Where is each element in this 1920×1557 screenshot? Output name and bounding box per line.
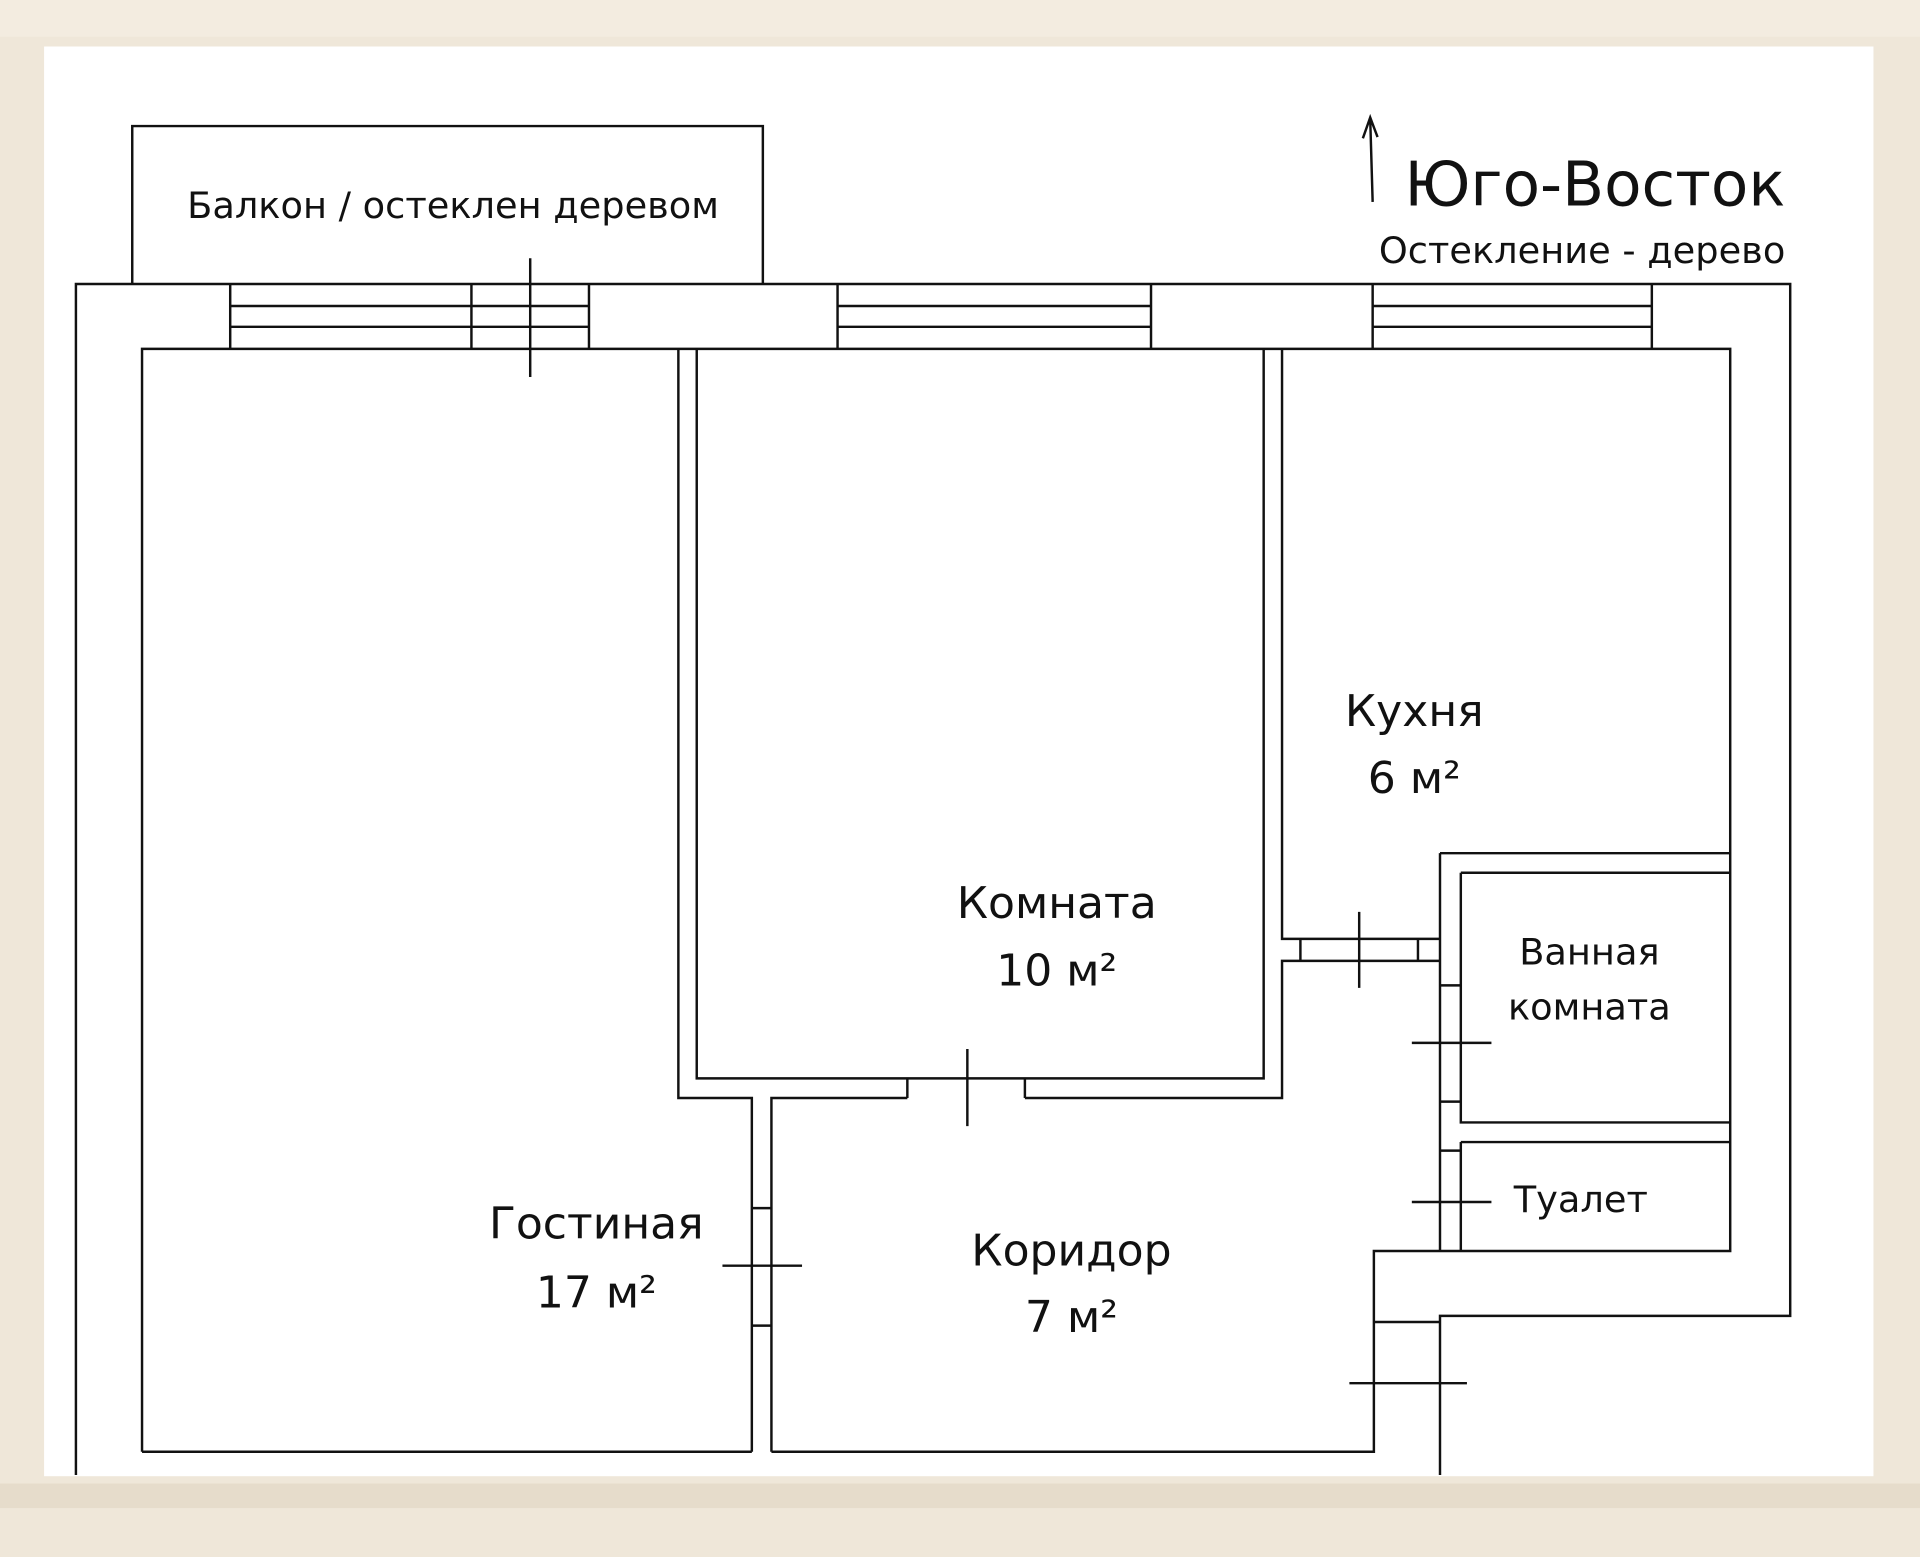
kitchen-area: 6 м² [1368, 753, 1461, 804]
toilet-name: Туалет [1513, 1178, 1648, 1221]
bathroom-name-line2: комната [1508, 986, 1671, 1029]
kitchen-name: Кухня [1345, 686, 1484, 737]
compass-arrow-icon [1361, 113, 1379, 203]
living-room-area: 17 м² [536, 1267, 657, 1318]
corridor-area: 7 м² [1025, 1292, 1118, 1343]
room-name: Комната [957, 878, 1157, 929]
room-door [906, 1049, 1027, 1127]
room-area: 10 м² [996, 945, 1117, 996]
balcony: Балкон / остеклен деревом [131, 124, 765, 284]
outer-walls [74, 282, 1792, 1475]
toilet-door [1411, 1149, 1492, 1204]
balcony-label: Балкон / остеклен деревом [187, 184, 719, 227]
kitchen-door [1299, 911, 1420, 988]
windows [228, 258, 1654, 378]
living-room-name: Гостиная [489, 1199, 704, 1250]
living-room-door [722, 1206, 803, 1327]
corridor-name: Коридор [971, 1226, 1171, 1277]
frame-top [0, 0, 1920, 37]
bathroom-name: Ванная [1519, 931, 1659, 974]
bathroom-walls [1438, 851, 1731, 1251]
glazing-label: Остекление - дерево [1379, 229, 1785, 272]
orientation-label: Юго-Восток [1404, 150, 1785, 221]
frame-bottom-edge [0, 1483, 1920, 1509]
entrance-door [1349, 1320, 1467, 1385]
bathroom-door [1411, 984, 1492, 1103]
interior-walls [677, 348, 1731, 1452]
